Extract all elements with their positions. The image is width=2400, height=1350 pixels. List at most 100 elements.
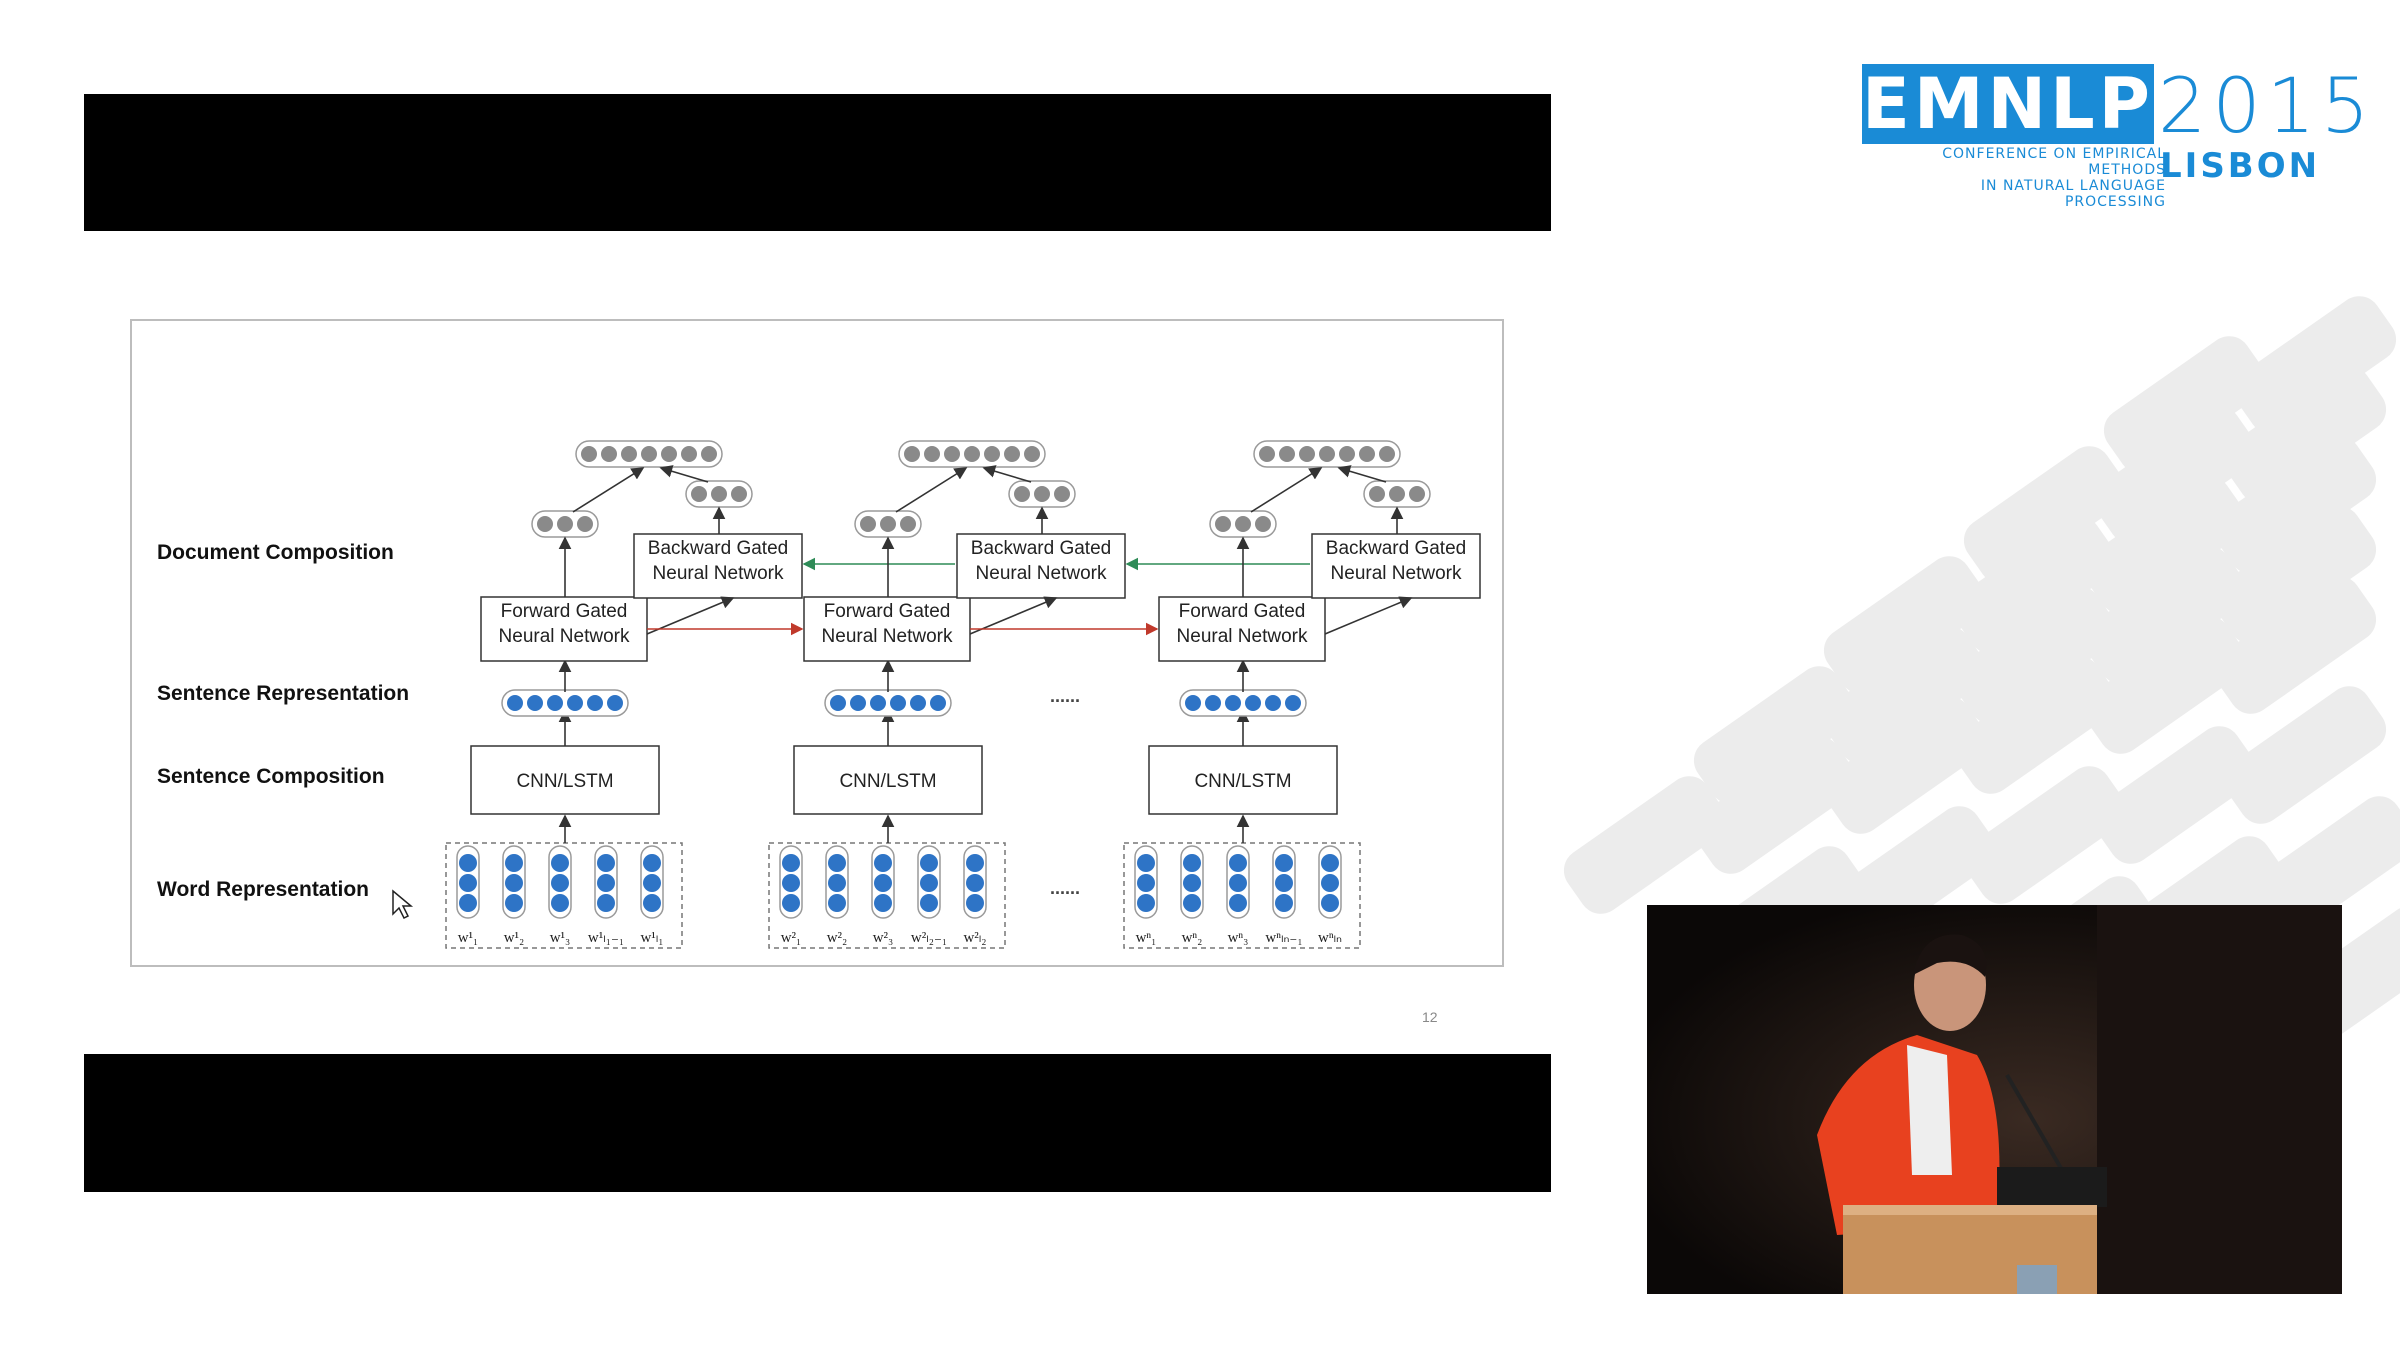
background-tile <box>1555 767 1735 923</box>
backward-hidden-vector-node <box>691 486 707 502</box>
background-tile <box>1815 547 1995 703</box>
backward-hidden-vector-node <box>1409 486 1425 502</box>
document-vector-node <box>701 446 717 462</box>
sentence-representation-vector-node <box>527 695 543 711</box>
forward-hidden-vector-node <box>880 516 896 532</box>
backward-gnn-box <box>956 533 1126 599</box>
background-tile <box>2205 427 2385 583</box>
word-vector-node <box>1229 874 1247 892</box>
backward-hidden-vector-node <box>1034 486 1050 502</box>
logo-year: 2015 <box>2158 61 2376 150</box>
word-vector-node <box>1321 854 1339 872</box>
word-vector-node <box>1275 894 1293 912</box>
word-token: w²₁ <box>781 930 802 946</box>
forward-hidden-vector-node <box>577 516 593 532</box>
word-vector-node <box>1321 874 1339 892</box>
background-tile <box>2085 717 2265 873</box>
background-tile <box>2095 327 2275 483</box>
cnn-lstm-box-label: CNN/LSTM <box>516 771 613 792</box>
backward-gnn-box-label: Backward Gated <box>1326 538 1466 559</box>
word-token: wⁿₗₙ₋₁ <box>1265 930 1302 946</box>
word-vector-node <box>1137 854 1155 872</box>
word-vector-node <box>643 874 661 892</box>
sentence-representation-vector-node <box>930 695 946 711</box>
ellipsis-sentences: ...... <box>1050 686 1080 706</box>
forward-hidden-vector-node <box>557 516 573 532</box>
background-tile <box>1945 507 2125 663</box>
word-token: w¹ₗ₁₋₁ <box>588 930 624 946</box>
word-vector-node <box>1137 894 1155 912</box>
background-tile <box>1955 757 2135 913</box>
word-token: w²ₗ₂ <box>963 930 986 946</box>
ellipsis-words: ...... <box>1050 878 1080 898</box>
background-tile <box>2215 357 2395 513</box>
backward-hidden-vector-node <box>1369 486 1385 502</box>
document-vector-node <box>601 446 617 462</box>
word-vector-node <box>828 894 846 912</box>
forward-hidden-vector-node <box>537 516 553 532</box>
word-vector-node <box>643 894 661 912</box>
word-vector-node <box>597 874 615 892</box>
document-vector-node <box>1259 446 1275 462</box>
forward-gnn-box-label: Forward Gated <box>824 601 951 622</box>
letterbox-top <box>84 94 1551 231</box>
cnn-lstm-box-label: CNN/LSTM <box>1194 771 1291 792</box>
word-group <box>1123 842 1361 949</box>
word-vector-node <box>459 874 477 892</box>
background-tile <box>2075 467 2255 623</box>
sentence-representation-vector-node <box>870 695 886 711</box>
document-vector-node <box>964 446 980 462</box>
document-vector-node <box>661 446 677 462</box>
forward-gnn-box-label: Forward Gated <box>501 601 628 622</box>
backward-gnn-box-label: Backward Gated <box>648 538 788 559</box>
word-vector-node <box>874 874 892 892</box>
cnn-lstm-box-label: CNN/LSTM <box>839 771 936 792</box>
backward-gnn-box <box>633 533 803 599</box>
word-vector-node <box>874 854 892 872</box>
forward-hidden-vector-node <box>1215 516 1231 532</box>
document-vector-node <box>904 446 920 462</box>
document-vector-node <box>1319 446 1335 462</box>
word-vector-node <box>920 854 938 872</box>
word-vector-node <box>643 854 661 872</box>
backward-hidden-vector-node <box>1389 486 1405 502</box>
forward-gnn-box-label: Neural Network <box>1177 626 1308 647</box>
word-vector-node <box>459 894 477 912</box>
background-tile <box>2205 497 2385 653</box>
word-token: w¹ₗ₁ <box>640 930 663 946</box>
word-token: wⁿ₁ <box>1136 930 1157 946</box>
background-tile <box>2085 397 2265 553</box>
word-vector-node <box>1137 874 1155 892</box>
word-vector-node <box>1183 894 1201 912</box>
document-vector-node <box>984 446 1000 462</box>
microphone <box>2005 1073 2064 1172</box>
document-vector-node <box>944 446 960 462</box>
word-vector-node <box>459 854 477 872</box>
arrow-forward-to-backward <box>969 596 1058 635</box>
row-label-document-composition: Document Composition <box>157 541 394 564</box>
logo-name: EMNLP <box>1862 63 2154 145</box>
sentence-representation-vector-node <box>850 695 866 711</box>
forward-hidden-vector-node <box>860 516 876 532</box>
word-token: wⁿ₂ <box>1182 930 1203 946</box>
backward-gnn-box-label: Neural Network <box>976 563 1107 584</box>
logo-subtitle-line1: CONFERENCE ON EMPIRICAL METHODS <box>1942 146 2166 178</box>
document-vector-node <box>1339 446 1355 462</box>
letterbox-bottom <box>84 1054 1551 1192</box>
word-vector-node <box>920 894 938 912</box>
word-vector-node <box>966 874 984 892</box>
row-label-sentence-representation: Sentence Representation <box>157 682 409 705</box>
word-vector-node <box>505 854 523 872</box>
backward-gnn-box-label: Neural Network <box>1331 563 1462 584</box>
background-tile <box>1685 657 1865 813</box>
background-tile <box>2205 567 2385 723</box>
forward-hidden-vector-node <box>900 516 916 532</box>
backward-gnn-box-label: Backward Gated <box>971 538 1111 559</box>
background-tile <box>2075 537 2255 693</box>
speaker-video <box>1647 905 2342 1294</box>
word-vector-node <box>1229 894 1247 912</box>
word-vector-node <box>505 874 523 892</box>
word-group <box>445 842 683 949</box>
word-vector-node <box>551 874 569 892</box>
